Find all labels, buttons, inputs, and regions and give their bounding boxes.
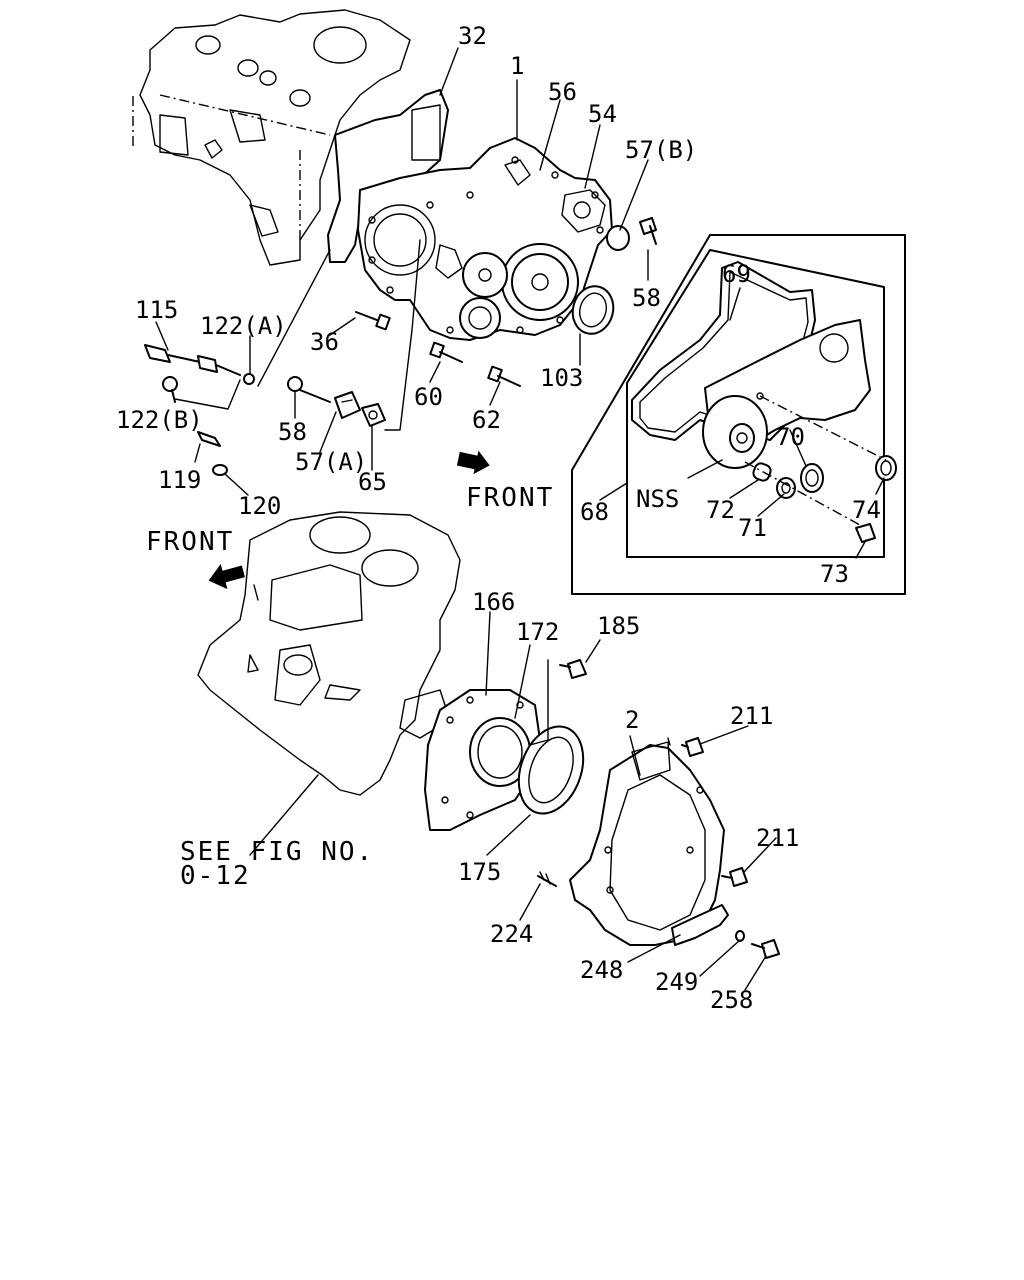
callout-32: 32 bbox=[458, 22, 487, 50]
see-fig-line2: 0-12 bbox=[180, 861, 251, 891]
bolt-58-lower bbox=[287, 376, 331, 403]
bolt-211-lower bbox=[721, 867, 748, 887]
callout-65: 65 bbox=[358, 468, 387, 496]
callout-62: 62 bbox=[472, 406, 501, 434]
washer-120 bbox=[212, 464, 228, 476]
gasket-65 bbox=[361, 239, 421, 431]
callout-74: 74 bbox=[852, 496, 881, 524]
callout-258: 258 bbox=[710, 986, 753, 1014]
oil-seal-103 bbox=[571, 285, 615, 335]
bolt-58-upper bbox=[639, 217, 657, 245]
bolt-185 bbox=[529, 659, 587, 746]
callout-172: 172 bbox=[516, 618, 559, 646]
callout-1: 1 bbox=[510, 52, 524, 80]
callout-73: 73 bbox=[820, 560, 849, 588]
plug-122b bbox=[162, 376, 178, 403]
callout-166: 166 bbox=[472, 588, 515, 616]
callout-211-upper: 211 bbox=[730, 702, 773, 730]
nss-label: NSS bbox=[636, 485, 679, 513]
callout-249: 249 bbox=[655, 968, 698, 996]
bolt-60 bbox=[429, 341, 463, 363]
stud-224 bbox=[537, 871, 557, 887]
bolt-36 bbox=[355, 311, 391, 331]
front-arrow-upper bbox=[456, 450, 490, 475]
upper-engine-block bbox=[132, 9, 411, 266]
flange-57a bbox=[334, 391, 361, 419]
callout-70: 70 bbox=[776, 423, 805, 451]
callout-57a: 57(A) bbox=[295, 448, 367, 476]
callout-58-upper: 58 bbox=[632, 284, 661, 312]
callout-185: 185 bbox=[597, 612, 640, 640]
callout-224: 224 bbox=[490, 920, 533, 948]
bolt-211-upper bbox=[681, 737, 704, 757]
washer-249 bbox=[735, 930, 745, 942]
callout-115: 115 bbox=[135, 296, 178, 324]
oil-seal-175 bbox=[517, 725, 585, 815]
callout-68: 68 bbox=[580, 498, 609, 526]
fitting-115-assembly bbox=[144, 249, 331, 410]
see-fig-line1: SEE FIG NO. bbox=[180, 837, 374, 867]
callout-120: 120 bbox=[238, 492, 281, 520]
bolt-258 bbox=[751, 939, 780, 959]
callout-60: 60 bbox=[414, 383, 443, 411]
bolt-62 bbox=[487, 365, 521, 387]
callout-58-lower: 58 bbox=[278, 418, 307, 446]
callout-103: 103 bbox=[540, 364, 583, 392]
callout-248: 248 bbox=[580, 956, 623, 984]
nss-inset bbox=[571, 234, 906, 595]
front-cover-assembly bbox=[327, 89, 613, 341]
callout-54: 54 bbox=[588, 100, 617, 128]
lower-engine-block bbox=[197, 511, 461, 796]
callout-71: 71 bbox=[738, 514, 767, 542]
cover-248 bbox=[671, 904, 729, 946]
callout-2: 2 bbox=[625, 706, 639, 734]
callout-72: 72 bbox=[706, 496, 735, 524]
clip-119 bbox=[197, 431, 221, 447]
callout-122a: 122(A) bbox=[200, 312, 287, 340]
callout-122b: 122(B) bbox=[116, 406, 203, 434]
front-label-lower: FRONT bbox=[146, 527, 234, 557]
callout-175: 175 bbox=[458, 858, 501, 886]
callout-57b: 57(B) bbox=[625, 136, 697, 164]
callout-211-lower: 211 bbox=[756, 824, 799, 852]
callout-36: 36 bbox=[310, 328, 339, 356]
callout-56: 56 bbox=[548, 78, 577, 106]
callout-69: 69 bbox=[722, 260, 751, 288]
plug-57b bbox=[606, 225, 630, 251]
front-label-upper: FRONT bbox=[466, 483, 554, 513]
callout-119: 119 bbox=[158, 466, 201, 494]
leader-lines bbox=[194, 47, 885, 991]
front-arrow-lower bbox=[208, 563, 245, 590]
callout-labels: 32 1 56 54 57(B) 58 103 36 60 62 115 122… bbox=[116, 22, 881, 1014]
